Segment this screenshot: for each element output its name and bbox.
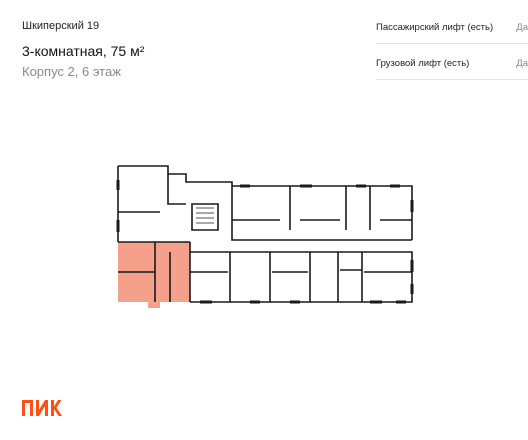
pik-logo-icon — [22, 400, 62, 416]
floor-plan — [116, 165, 414, 308]
property-label: Грузовой лифт (есть) — [376, 58, 470, 69]
flat-title: 3-комнатная, 75 м² — [22, 43, 145, 59]
pik-logo[interactable] — [22, 400, 62, 421]
property-freight-lift: Грузовой лифт (есть) Да — [376, 52, 528, 80]
plan-windows — [116, 180, 414, 304]
flat-subtitle: Корпус 2, 6 этаж — [22, 64, 121, 79]
header: Шкиперский 19 3-комнатная, 75 м² Корпус … — [22, 20, 144, 79]
property-label: Пассажирский лифт (есть) — [376, 22, 494, 33]
plan-walls — [117, 165, 413, 303]
project-name[interactable]: Шкиперский 19 — [22, 20, 100, 32]
property-value: Да — [516, 22, 528, 33]
property-passenger-lift: Пассажирский лифт (есть) Да — [376, 16, 528, 44]
property-value: Да — [516, 58, 528, 69]
highlighted-apartment[interactable] — [118, 242, 190, 308]
properties-list: Пассажирский лифт (есть) Да Грузовой лиф… — [376, 16, 528, 88]
